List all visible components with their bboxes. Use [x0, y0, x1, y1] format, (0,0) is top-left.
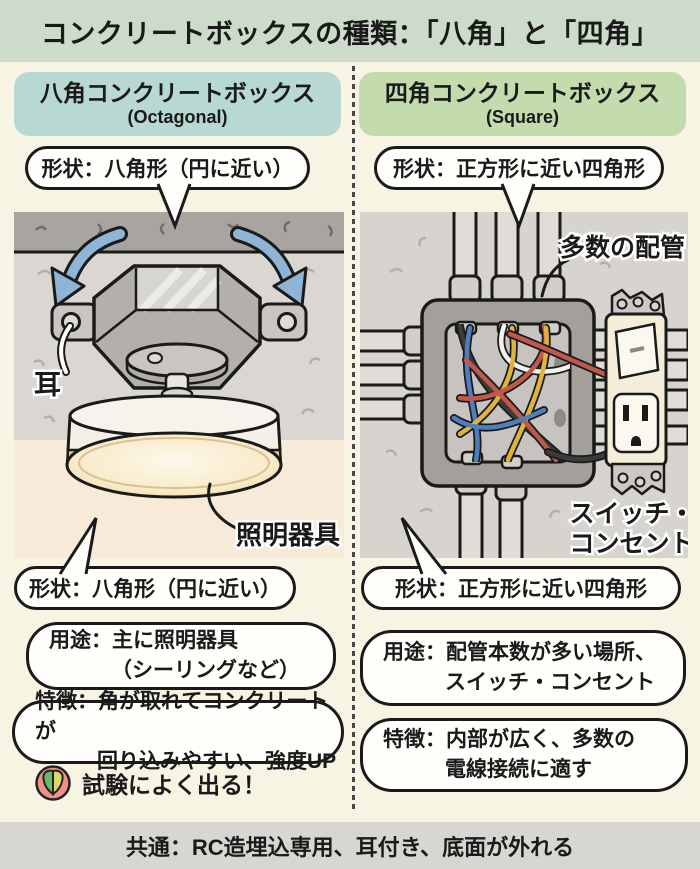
left-feature-line1: 特徴：角が取れてコンクリートが	[35, 690, 329, 743]
left-use-line1: 用途：主に照明器具	[49, 629, 238, 652]
right-use-line1: 用途：配管本数が多い場所、	[383, 641, 656, 664]
switch-outlet-device	[604, 288, 668, 496]
right-bottom-bubble-tail	[400, 517, 448, 576]
mounting-bracket-bottom	[610, 462, 666, 496]
concrete-speckles	[35, 220, 333, 237]
left-top-bubble-tail	[156, 182, 192, 230]
mounting-plate	[125, 342, 229, 402]
left-column-title: 八角コンクリートボックス	[39, 80, 316, 107]
right-feature-bubble: 特徴：内部が広く、多数の 電線接続に適す	[360, 718, 688, 792]
light-pointer-line	[207, 482, 242, 532]
right-use-bubble: 用途：配管本数が多い場所、 スイッチ・コンセント	[360, 630, 686, 706]
left-feature-line2: 回り込みやすい、強度UP	[97, 750, 337, 773]
left-shape-bottom-bubble: 形状：八角形（円に近い）	[14, 566, 296, 610]
page-title: コンクリートボックスの種類：「八角」と「四角」	[0, 0, 700, 62]
exam-note-row: 試験によく出る！	[34, 764, 266, 802]
left-use-bubble: 用途：主に照明器具 （シーリングなど）	[26, 622, 336, 690]
square-box-illustration: 多数の配管 スイッチ・ コンセント	[360, 212, 688, 558]
switch-outlet-label-line2: コンセント	[569, 530, 688, 558]
right-column-header: 四角コンクリートボックス (Square)	[359, 72, 686, 136]
right-shape-bottom-bubble: 形状：正方形に近い四角形	[361, 566, 681, 610]
many-conduits-label: 多数の配管	[560, 233, 685, 262]
ear-label: 耳	[34, 370, 61, 400]
switch-outlet-label-line1: スイッチ・	[569, 500, 688, 528]
octagonal-box-illustration: 耳 照明器具	[14, 212, 344, 558]
outlet	[612, 392, 660, 454]
right-feature-line1: 特徴：内部が広く、多数の	[383, 728, 635, 751]
right-column-subtitle: (Square)	[485, 106, 559, 127]
mounting-bracket-top	[610, 288, 666, 318]
right-use-line2: スイッチ・コンセント	[445, 671, 655, 694]
exam-note-text: 試験によく出る！	[82, 772, 266, 798]
rotate-arrow-left	[50, 226, 128, 308]
left-column-header: 八角コンクリートボックス (Octagonal)	[14, 72, 341, 136]
left-column-subtitle: (Octagonal)	[127, 106, 228, 127]
left-feature-bubble: 特徴：角が取れてコンクリートが 回り込みやすい、強度UP	[12, 690, 344, 773]
beginner-mark-icon	[35, 765, 71, 801]
ceiling-light	[65, 394, 283, 499]
left-use-line2: （シーリングなど）	[111, 659, 300, 682]
top-conduits	[448, 212, 566, 304]
right-top-bubble-tail	[500, 182, 536, 230]
left-bottom-bubble-tail	[58, 517, 98, 576]
footer-common-note: 共通：RC造埋込専用、耳付き、底面が外れる	[0, 822, 700, 869]
ear-tab-right	[258, 302, 308, 342]
right-feature-line2: 電線接続に適す	[445, 758, 592, 781]
light-fixture-label: 照明器具	[236, 520, 340, 550]
rotate-arrow-right	[230, 226, 308, 308]
ear-tab-left	[50, 302, 100, 342]
column-divider-dotted-line	[352, 66, 355, 812]
right-column-title: 四角コンクリートボックス	[384, 80, 661, 107]
conduit-pointer-line	[540, 258, 570, 298]
